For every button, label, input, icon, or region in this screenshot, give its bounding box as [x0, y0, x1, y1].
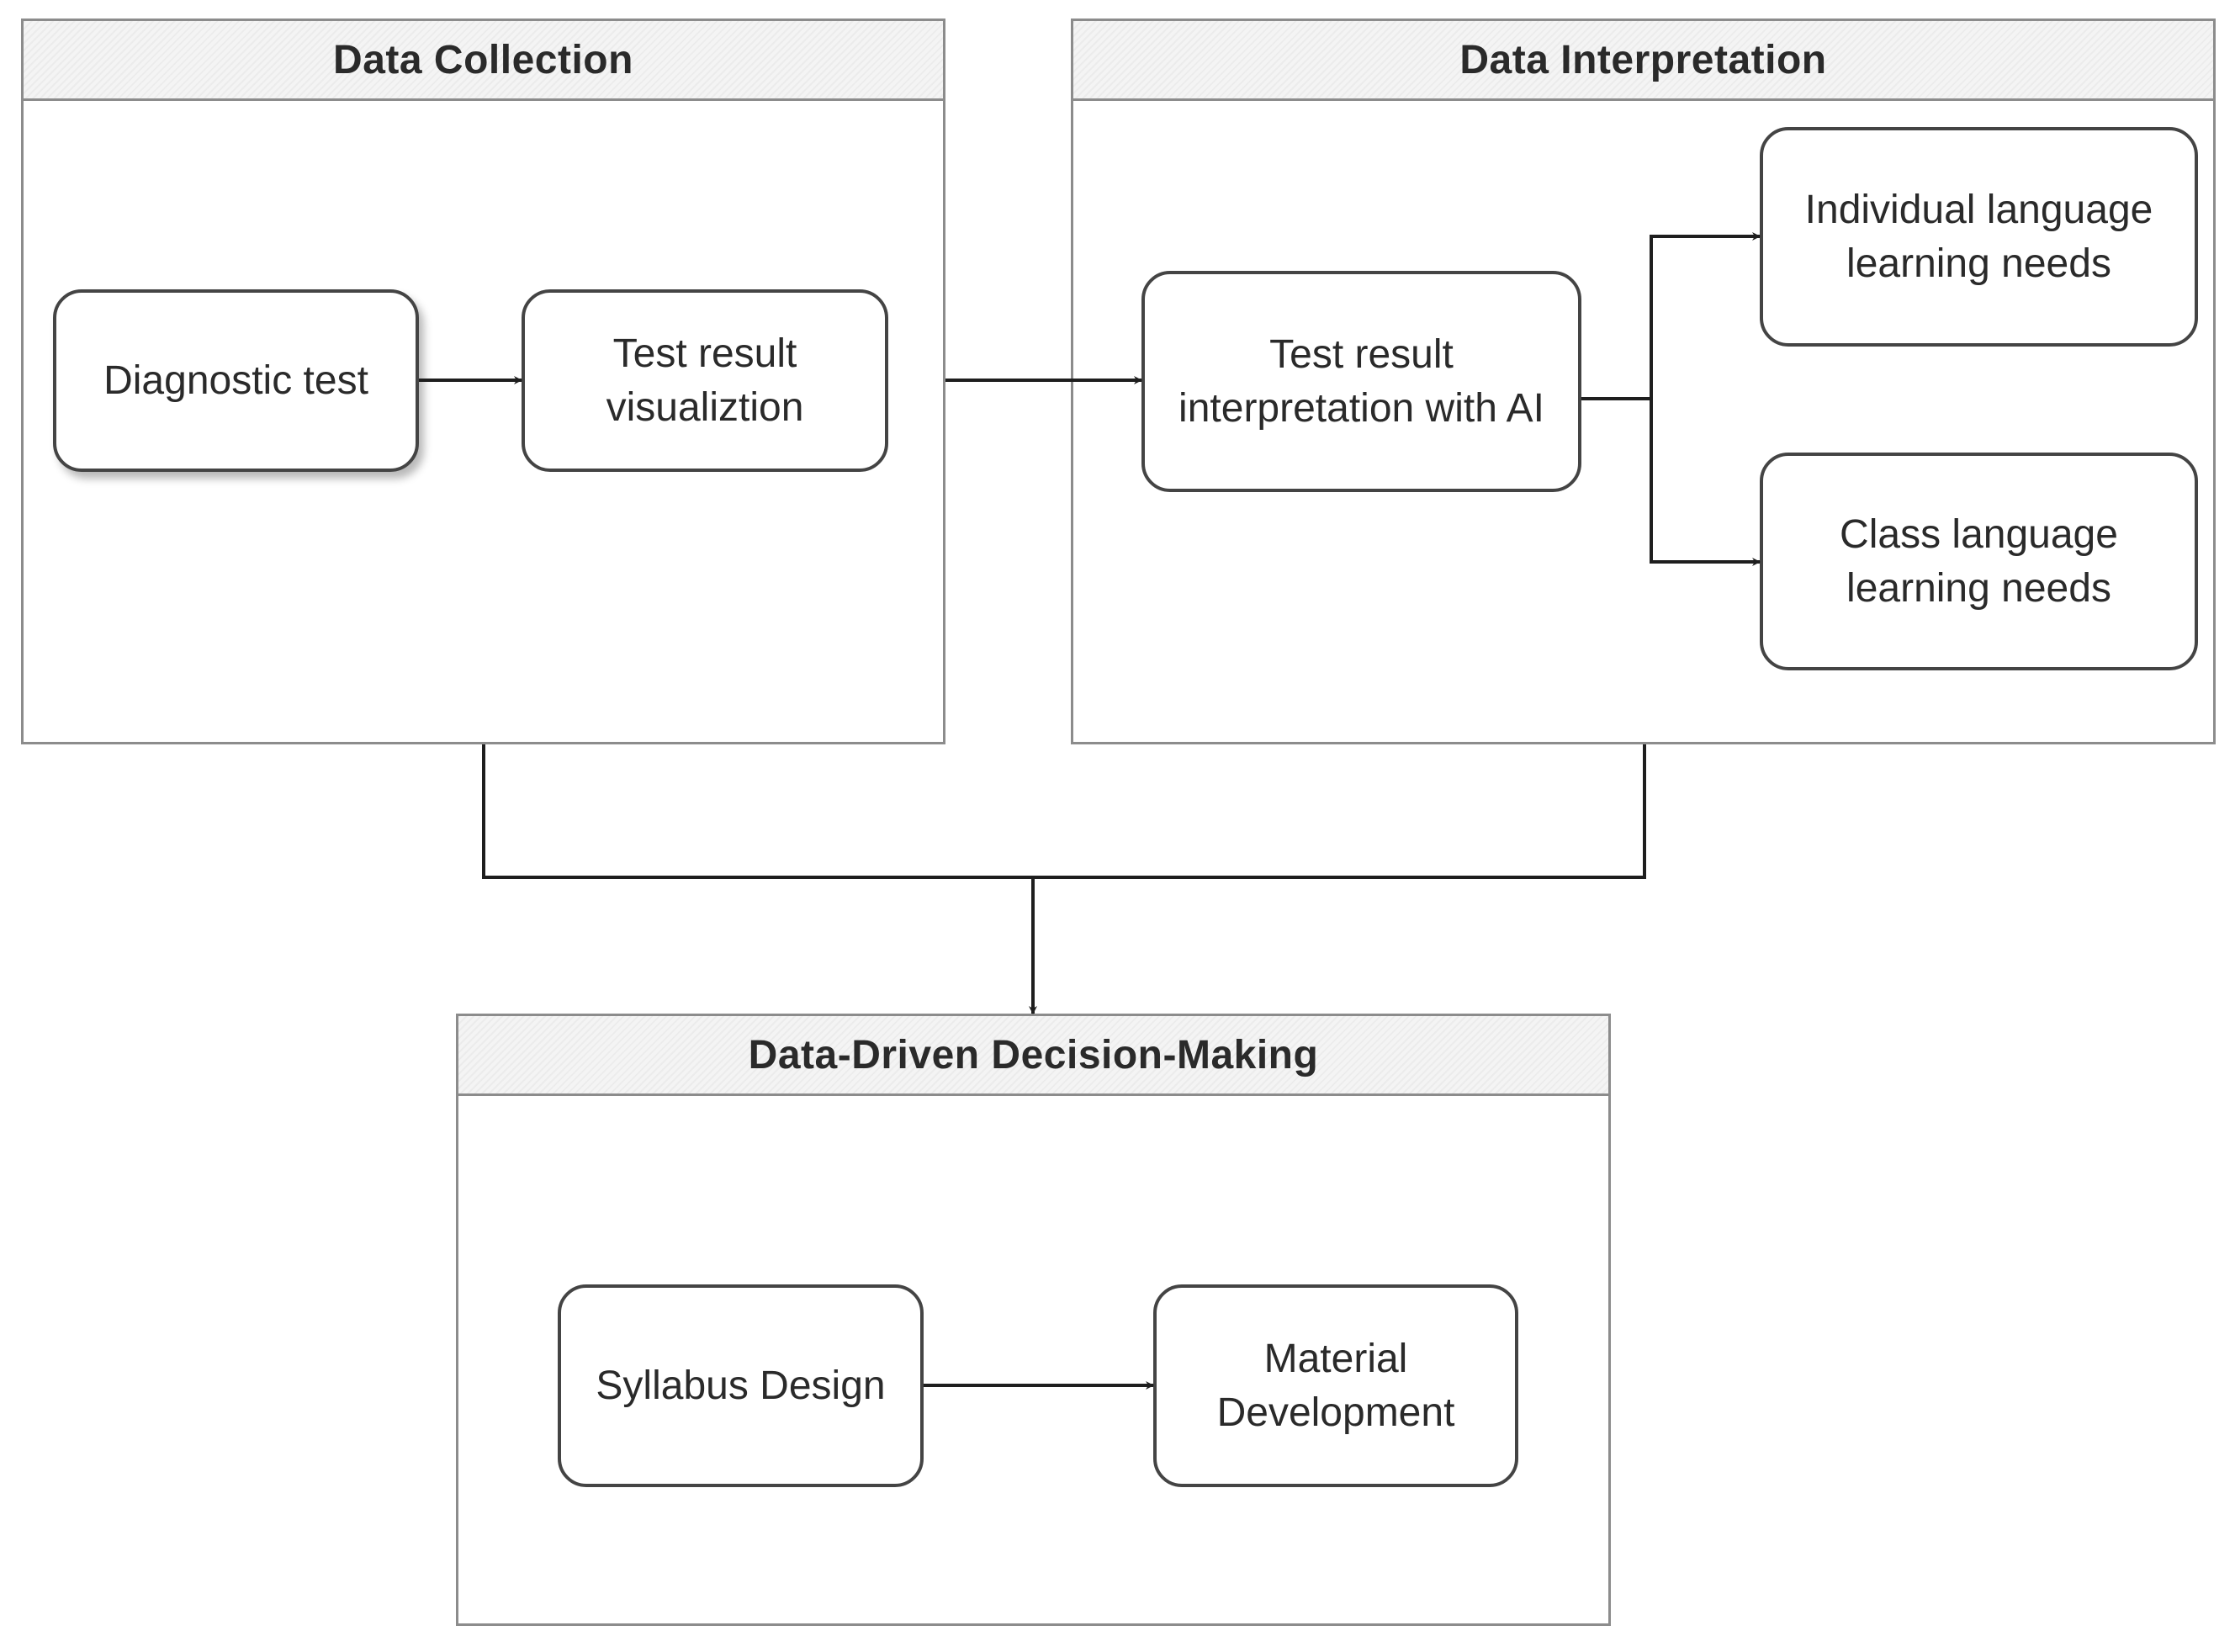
diagnostic-test-node[interactable]: Diagnostic test [53, 289, 419, 472]
individual-needs-label: Individual language learning needs [1804, 187, 2153, 286]
data-collection-title: Data Collection [333, 37, 633, 82]
class-needs-node[interactable]: Class language learning needs [1760, 453, 2198, 670]
diagnostic-test-label: Diagnostic test [103, 357, 368, 403]
ai-interpretation-label: Test result interpretation with AI [1178, 331, 1544, 431]
data-interpretation-title: Data Interpretation [1459, 37, 1827, 82]
decision-making-title: Data-Driven Decision-Making [748, 1032, 1319, 1078]
decision-making-header: Data-Driven Decision-Making [458, 1016, 1608, 1096]
test-result-visualization-node[interactable]: Test result visualiztion [522, 289, 888, 472]
material-development-node[interactable]: Material Development [1153, 1284, 1518, 1487]
decision-making-container: Data-Driven Decision-Making [456, 1014, 1611, 1626]
data-interpretation-header: Data Interpretation [1073, 21, 2213, 101]
individual-needs-node[interactable]: Individual language learning needs [1760, 127, 2198, 347]
ai-interpretation-node[interactable]: Test result interpretation with AI [1141, 271, 1581, 492]
test-result-visualization-label: Test result visualiztion [606, 331, 804, 430]
syllabus-design-node[interactable]: Syllabus Design [558, 1284, 924, 1487]
class-needs-label: Class language learning needs [1840, 511, 2118, 611]
material-development-label: Material Development [1216, 1336, 1455, 1435]
data-collection-header: Data Collection [24, 21, 943, 101]
connector-collection-down [482, 744, 1646, 879]
syllabus-design-label: Syllabus Design [596, 1363, 886, 1408]
